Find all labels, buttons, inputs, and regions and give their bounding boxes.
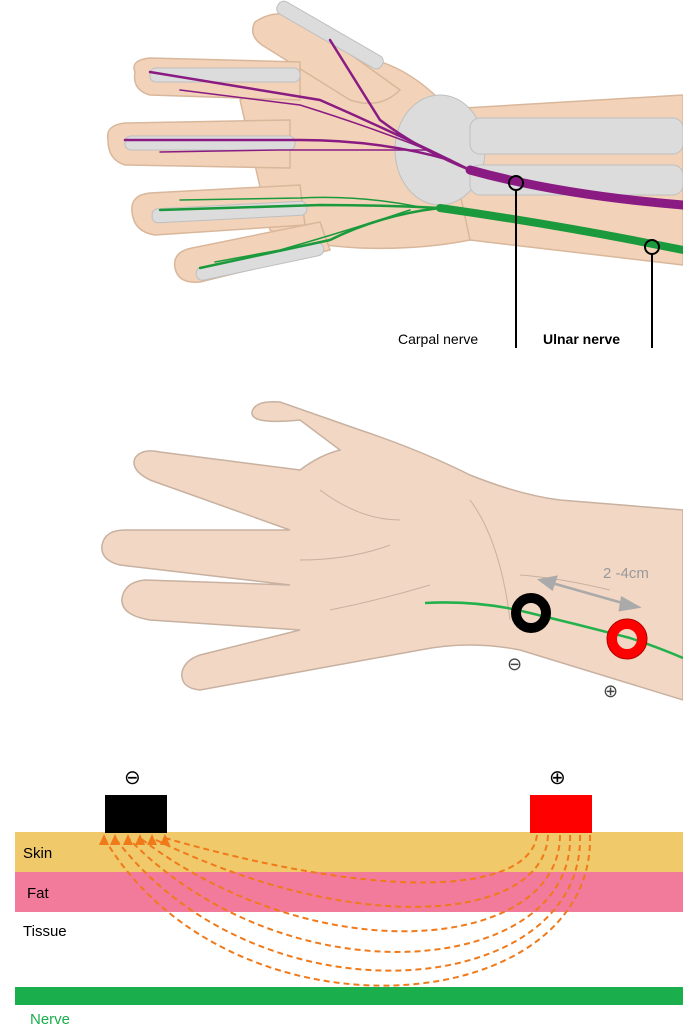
negative-electrode-block [105, 795, 167, 833]
fat-layer-label: Fat [27, 885, 50, 902]
minus-symbol-panel3: ⊖ [124, 767, 141, 789]
hand-skin [102, 402, 683, 700]
positive-electrode-block [530, 795, 592, 833]
middle-bone [125, 136, 295, 150]
hand-anatomy-illustration: Carpal nerve Ulnar nerve [108, 0, 683, 348]
label-ulnar-nerve: Ulnar nerve [543, 331, 620, 347]
fat-layer [15, 872, 683, 912]
skin-layer-label: Skin [23, 845, 52, 862]
plus-symbol-panel2: ⊕ [603, 681, 618, 701]
hand-electrode-illustration: 2 -4cm ⊖ ⊕ [102, 402, 683, 701]
distance-label: 2 -4cm [603, 565, 649, 582]
tissue-layer-label: Tissue [23, 923, 67, 940]
minus-symbol-panel2: ⊖ [507, 654, 522, 674]
label-carpal-nerve: Carpal nerve [398, 331, 478, 347]
plus-symbol-panel3: ⊕ [549, 767, 566, 789]
tissue-cross-section: Skin Fat Tissue Nerve ⊖ ⊕ [15, 767, 683, 1028]
nerve-layer-label: Nerve [30, 1011, 70, 1028]
nerve-layer [15, 987, 683, 1005]
radius-bone [470, 118, 683, 154]
